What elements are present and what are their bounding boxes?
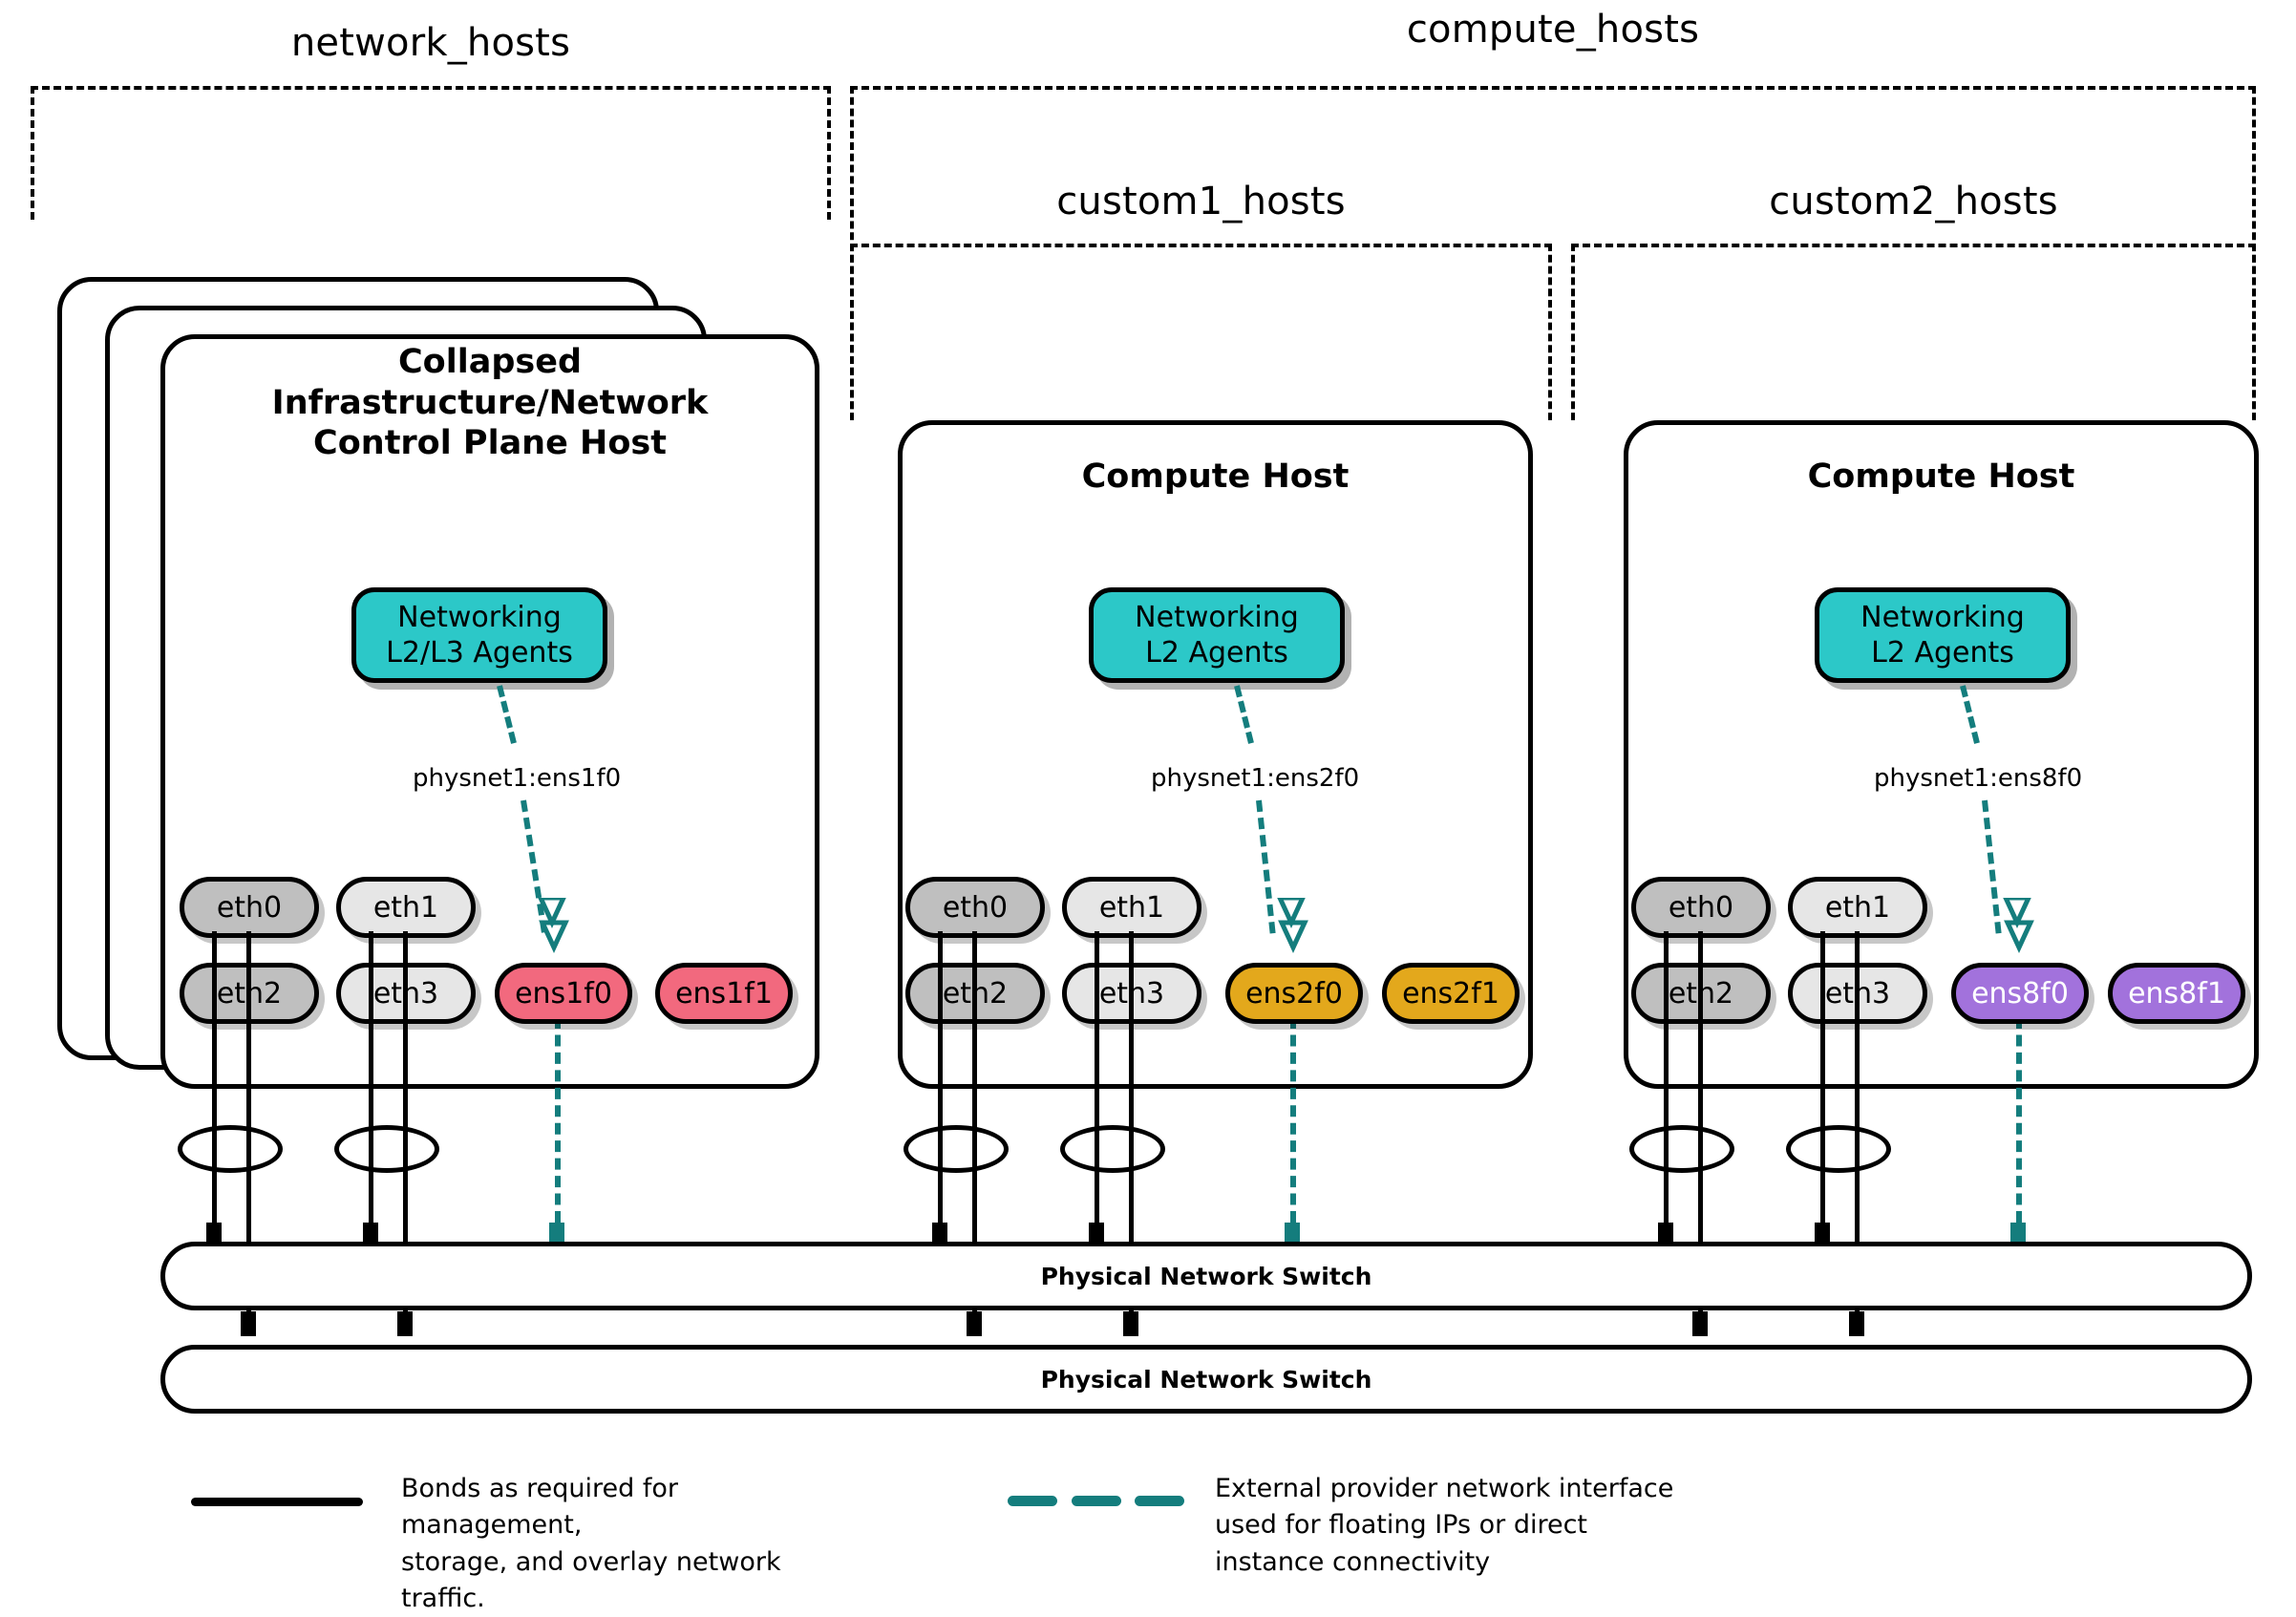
legend-bond-line-2: storage, and overlay network traffic.: [401, 1546, 781, 1613]
host-title-compute-1: Compute Host: [898, 457, 1533, 498]
bond-wire-host1-a1: [212, 931, 217, 1227]
bond-wire-host2-b2: [1129, 931, 1134, 1313]
host-title-compute-2: Compute Host: [1624, 457, 2259, 498]
bond-wire-host1-a2: [246, 931, 251, 1313]
nic-eth1-host3[interactable]: eth1: [1788, 877, 1927, 938]
switch-bar-top[interactable]: Physical Network Switch: [160, 1242, 2252, 1310]
bond-ellipse-host2-b: [1060, 1125, 1165, 1173]
bond-wire-host3-b2: [1855, 931, 1860, 1313]
bond-ellipse-host3-b: [1786, 1125, 1891, 1173]
bond-wire-host2-a1: [938, 931, 943, 1227]
provider-arrow-host1: [538, 898, 569, 953]
legend-swatch-provider-seg-2: [1072, 1496, 1121, 1506]
legend-provider-line-1: External provider network interface: [1215, 1474, 1674, 1503]
bond-wire-host2-b1: [1095, 931, 1099, 1227]
provider-arrow-host2: [1277, 898, 1308, 953]
switch-port-host3-b2: [1849, 1311, 1864, 1336]
legend-swatch-bond: [191, 1498, 363, 1506]
provider-port-host2: [1285, 1223, 1300, 1247]
bond-wire-host3-a2: [1698, 931, 1703, 1313]
agent-label-host2-line-1: Networking: [1135, 600, 1299, 634]
agent-box-l2l3[interactable]: Networking L2/L3 Agents: [351, 587, 607, 683]
bond-wire-host1-b1: [369, 931, 373, 1227]
switch-port-host1-a2: [241, 1311, 256, 1336]
switch-bar-bottom[interactable]: Physical Network Switch: [160, 1345, 2252, 1414]
group-title-custom1-hosts: custom1_hosts: [1056, 180, 1346, 223]
provider-link-host3-lower: [2016, 1017, 2022, 1223]
nic-ens8f0-host3[interactable]: ens8f0: [1951, 963, 2089, 1024]
provider-link-host1-lower: [555, 1017, 561, 1223]
nic-ens1f0-host1[interactable]: ens1f0: [495, 963, 632, 1024]
bond-wire-host1-b2: [403, 931, 408, 1313]
agent-label-host3-line-1: Networking: [1860, 600, 2025, 634]
nic-eth0-host3[interactable]: eth0: [1631, 877, 1771, 938]
group-box-network-hosts: [31, 86, 831, 220]
bond-ellipse-host3-a: [1629, 1125, 1734, 1173]
group-box-custom2-hosts: [1571, 244, 2256, 420]
agent-box-l2-host2[interactable]: Networking L2 Agents: [1089, 587, 1345, 683]
provider-link-host2-lower: [1290, 1017, 1296, 1223]
host-title-line-3: Control Plane Host: [313, 424, 667, 463]
nic-ens8f1-host3[interactable]: ens8f1: [2108, 963, 2245, 1024]
bond-wire-host2-a2: [972, 931, 977, 1313]
nic-eth0-host2[interactable]: eth0: [905, 877, 1045, 938]
agent-label-host2-line-2: L2 Agents: [1145, 636, 1288, 670]
switch-port-host3-a2: [1692, 1311, 1708, 1336]
switch-port-host2-b2: [1123, 1311, 1138, 1336]
legend-bond-line-1: Bonds as required for management,: [401, 1474, 678, 1541]
agent-box-l2-host3[interactable]: Networking L2 Agents: [1815, 587, 2071, 683]
agent-label-line-1: Networking: [397, 600, 562, 634]
physnet-label-host2: physnet1:ens2f0: [1151, 764, 1360, 793]
host-title-line-1: Collapsed: [397, 343, 583, 381]
legend-text-provider: External provider network interface used…: [1215, 1471, 1711, 1581]
bond-ellipse-host1-b: [334, 1125, 439, 1173]
provider-arrow-host3: [2003, 898, 2034, 953]
legend-text-bond: Bonds as required for management, storag…: [401, 1471, 850, 1617]
bond-ellipse-host2-a: [904, 1125, 1009, 1173]
group-title-network-hosts: network_hosts: [290, 21, 571, 65]
nic-ens2f1-host2[interactable]: ens2f1: [1382, 963, 1520, 1024]
bond-wire-host3-b1: [1820, 931, 1825, 1227]
legend-provider-line-2: used for floating IPs or direct: [1215, 1510, 1588, 1541]
nic-eth1-host2[interactable]: eth1: [1062, 877, 1201, 938]
agent-label-host3-line-2: L2 Agents: [1871, 636, 2014, 670]
bond-wire-host3-a1: [1664, 931, 1669, 1227]
nic-eth0-host1[interactable]: eth0: [180, 877, 319, 938]
nic-ens2f0-host2[interactable]: ens2f0: [1225, 963, 1363, 1024]
group-box-custom1-hosts: [850, 244, 1552, 420]
host-title-compute-1-line: Compute Host: [1081, 457, 1350, 496]
agent-label-line-2: L2/L3 Agents: [386, 636, 573, 670]
legend-swatch-provider-seg-1: [1008, 1496, 1057, 1506]
legend-swatch-provider-seg-3: [1135, 1496, 1184, 1506]
group-title-compute-hosts: compute_hosts: [1406, 8, 1700, 52]
physnet-label-host3: physnet1:ens8f0: [1874, 764, 2083, 793]
switch-port-host1-b2: [397, 1311, 413, 1336]
host-title-line-2: Infrastructure/Network: [271, 383, 709, 422]
nic-ens1f1-host1[interactable]: ens1f1: [655, 963, 793, 1024]
bond-ellipse-host1-a: [178, 1125, 283, 1173]
host-title-compute-2-line: Compute Host: [1807, 457, 2075, 496]
host-title-control-plane: Collapsed Infrastructure/Network Control…: [160, 342, 819, 464]
physnet-label-host1: physnet1:ens1f0: [413, 764, 622, 793]
legend-provider-line-3: instance connectivity: [1215, 1546, 1491, 1577]
switch-port-host2-a2: [967, 1311, 982, 1336]
nic-eth1-host1[interactable]: eth1: [336, 877, 476, 938]
group-title-custom2-hosts: custom2_hosts: [1769, 180, 2058, 223]
